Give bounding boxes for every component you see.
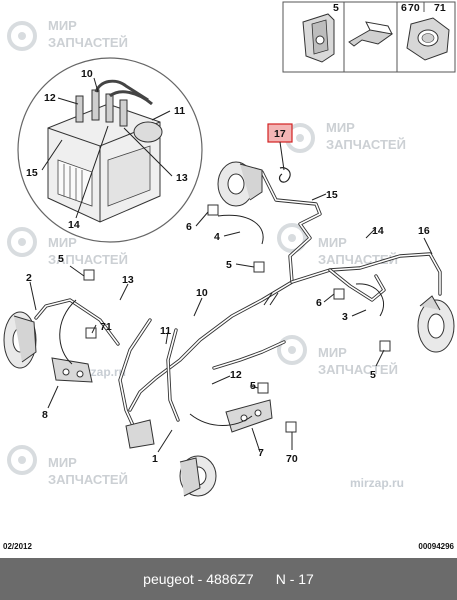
callout-label: 4 (214, 231, 220, 243)
left-hose-bracket (51, 357, 93, 383)
assembly-callouts: 15 6 4 5 14 16 2 5 13 10 6 3 71 11 5 12 … (26, 189, 430, 465)
callout-label: 15 (326, 189, 338, 201)
callout-label: 6 (186, 221, 192, 233)
parts-strip-label: 70 (408, 2, 420, 14)
center-bracket (225, 399, 273, 433)
callout-label: 16 (418, 225, 430, 237)
callout-label: 3 (342, 311, 348, 323)
callout-label: 14 (372, 225, 384, 237)
brake-pipes (34, 170, 442, 434)
callout-label: 10 (81, 68, 93, 80)
callout-label: 5 (250, 380, 256, 392)
watermark-text: МИР (48, 455, 77, 470)
callout-label: 10 (196, 287, 208, 299)
watermark-text: ЗАПЧАСТЕЙ (48, 35, 128, 50)
callout-label: 11 (160, 325, 171, 337)
callout-label: 17 (274, 128, 286, 140)
caption-part-number: 4886Z7 (206, 571, 254, 587)
watermark-group: МИР ЗАПЧАСТЕЙ МИР ЗАПЧАСТЕЙ МИР ЗАПЧАСТЕ… (7, 18, 406, 490)
brake-system-diagram: МИР ЗАПЧАСТЕЙ МИР ЗАПЧАСТЕЙ МИР ЗАПЧАСТЕ… (3, 1, 456, 497)
caption-brand: peugeot (143, 571, 194, 587)
watermark-text: МИР (326, 120, 355, 135)
callout-label: 13 (122, 274, 134, 286)
watermark-logo: МИР ЗАПЧАСТЕЙ (7, 227, 128, 267)
abs-module-inset: 10 12 11 15 13 14 (17, 57, 203, 243)
rear-right-disc (417, 295, 455, 353)
watermark-site: mirzap.ru (350, 476, 404, 490)
callout-label: 15 (26, 167, 38, 179)
watermark-text: МИР (318, 235, 347, 250)
callout-label: 12 (44, 92, 56, 104)
clip-part-icon (348, 21, 394, 47)
parts-strip-label: 5 (333, 2, 339, 14)
callout-label: 14 (68, 219, 80, 231)
callout-label: 5 (370, 369, 376, 381)
parts-strip-label: 71 (434, 2, 446, 14)
watermark-text: МИР (48, 18, 77, 33)
rear-axle-bracket (125, 419, 155, 449)
callout-label: 11 (174, 105, 185, 117)
footer-date: 02/2012 (3, 542, 32, 551)
callout-label: 7 (258, 447, 264, 459)
nut-part-icon (406, 17, 450, 61)
parts-strip-label: 6 (401, 2, 407, 14)
rear-left-disc (179, 455, 217, 497)
watermark-logo: МИР ЗАПЧАСТЕЙ (285, 120, 406, 153)
callout-label: 12 (230, 369, 242, 381)
watermark-text: ЗАПЧАСТЕЙ (326, 137, 406, 152)
callout-label: 2 (26, 272, 32, 284)
watermark-logo: МИР ЗАПЧАСТЕЙ (7, 445, 128, 487)
small-box-markers (83, 204, 391, 433)
caption-page: N - 17 (275, 571, 314, 587)
callout-label: 1 (152, 453, 158, 465)
callout-label: 5 (58, 253, 64, 265)
callout-label: 8 (42, 409, 48, 421)
parts-strip: 5 6 70 71 (282, 1, 456, 73)
front-left-disc (3, 311, 37, 369)
watermark-text: МИР (318, 345, 347, 360)
callout-label: 71 (100, 321, 112, 333)
front-right-disc (217, 161, 263, 207)
watermark-logo: МИР ЗАПЧАСТЕЙ (277, 335, 398, 377)
callout-label: 6 (316, 297, 322, 309)
watermark-text: ЗАПЧАСТЕЙ (318, 362, 398, 377)
watermark-text: ЗАПЧАСТЕЙ (48, 472, 128, 487)
callout-label: 70 (286, 453, 298, 465)
callout-label: 5 (226, 259, 232, 271)
watermark-text: ЗАПЧАСТЕЙ (48, 252, 128, 267)
highlighted-part-callout[interactable]: 17 (267, 123, 293, 143)
watermark-logo: МИР ЗАПЧАСТЕЙ (7, 18, 128, 51)
footer-doc-number: 00094296 (418, 542, 454, 551)
callout-label: 13 (176, 172, 188, 184)
caption-bar: peugeot - 4886Z7 N - 17 (0, 558, 457, 600)
bracket-part-icon (302, 13, 335, 63)
watermark-text: МИР (48, 235, 77, 250)
leader-lines (29, 193, 433, 453)
